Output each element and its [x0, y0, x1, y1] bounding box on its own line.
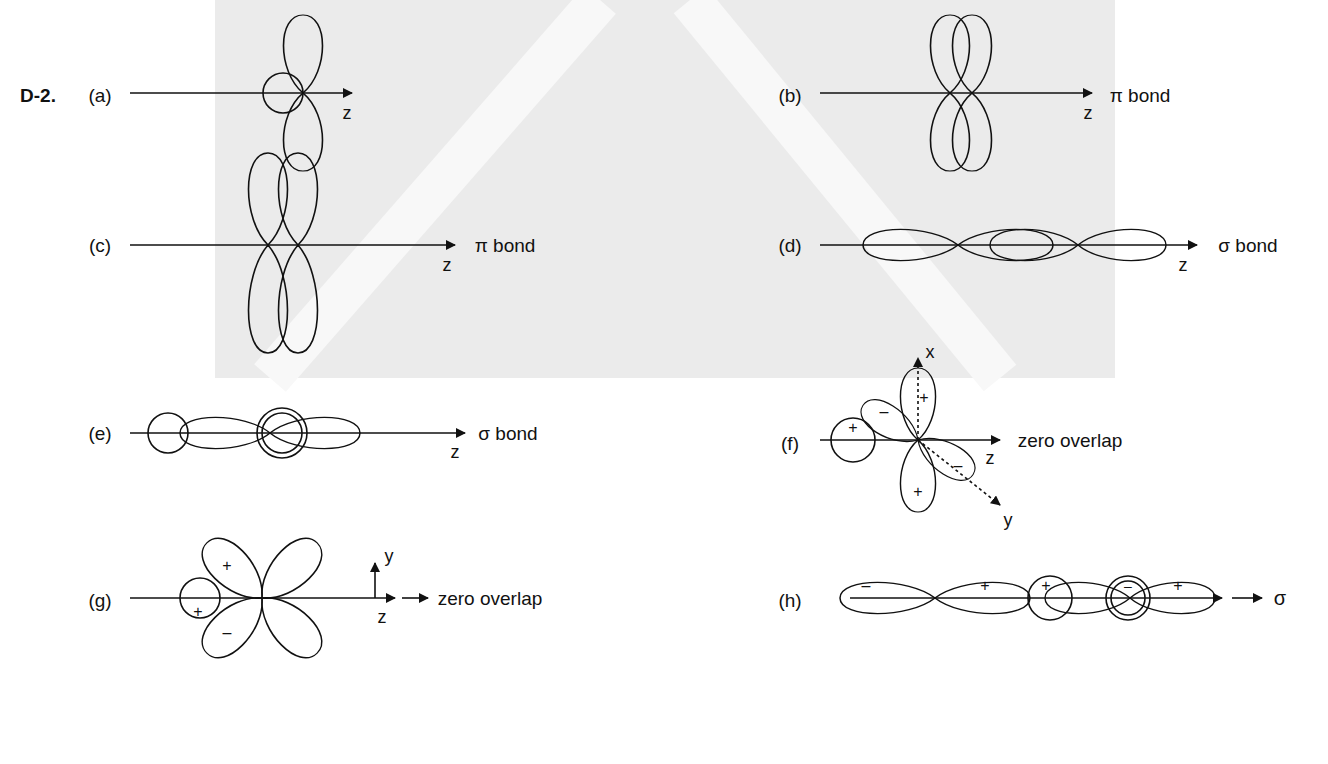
text-label: +: [848, 420, 857, 436]
text-label: y: [385, 547, 394, 565]
text-label: z: [378, 608, 387, 626]
text-label: (a): [88, 86, 111, 105]
text-label: z: [451, 443, 460, 461]
text-label: z: [1084, 104, 1093, 122]
text-label: (e): [88, 424, 111, 443]
background-panel: [215, 0, 1115, 378]
text-label: +: [919, 390, 928, 406]
text-label: +: [1041, 578, 1050, 594]
text-label: +: [980, 578, 989, 594]
text-label: –: [880, 404, 889, 420]
text-label: +: [913, 484, 922, 500]
text-label: (f): [781, 434, 799, 453]
text-label: x: [926, 343, 935, 361]
text-label: (g): [88, 591, 111, 610]
text-label: D-2.: [20, 86, 56, 105]
text-label: (h): [778, 591, 801, 610]
text-label: (c): [89, 236, 111, 255]
text-label: zero overlap: [1018, 431, 1123, 450]
text-label: +: [1173, 578, 1182, 594]
text-label: –: [223, 625, 232, 641]
text-label: –: [1124, 579, 1132, 593]
text-label: π bond: [1110, 86, 1171, 105]
text-label: (d): [778, 236, 801, 255]
text-label: +: [193, 604, 202, 620]
text-label: –: [954, 458, 963, 474]
text-label: z: [986, 449, 995, 467]
text-label: σ bond: [1218, 236, 1277, 255]
text-label: z: [1179, 256, 1188, 274]
text-label: zero overlap: [438, 589, 543, 608]
text-label: +: [222, 558, 231, 574]
text-label: π bond: [475, 236, 536, 255]
orbitals: [130, 15, 1262, 667]
text-label: (b): [778, 86, 801, 105]
text-label: σ bond: [478, 424, 537, 443]
text-label: z: [343, 104, 352, 122]
text-label: σ: [1274, 588, 1286, 608]
text-label: z: [443, 256, 452, 274]
text-label: –: [862, 578, 871, 594]
text-label: y: [1004, 511, 1013, 529]
